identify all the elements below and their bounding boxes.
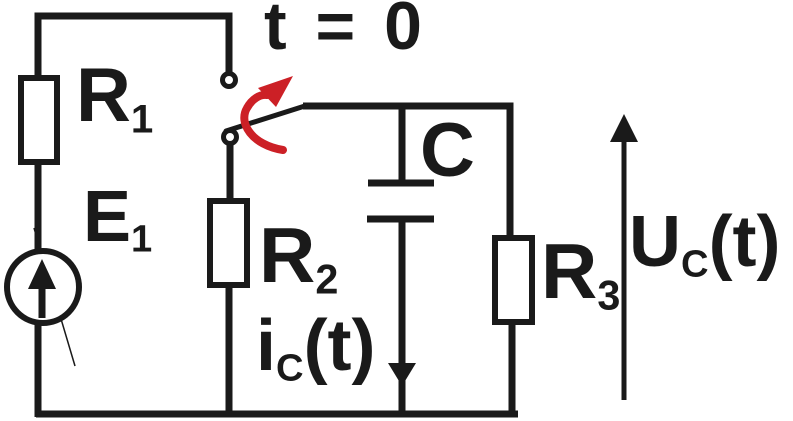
switch-blade <box>223 102 311 134</box>
ic-symbol: i <box>256 306 277 386</box>
resistor-r2-body <box>207 198 250 288</box>
wire-top-right <box>303 102 514 240</box>
switch-contact-lower <box>221 128 239 146</box>
r2-symbol: R <box>259 211 316 299</box>
r3-subscript: 3 <box>597 272 621 319</box>
uc-suffix: (t) <box>708 202 781 282</box>
switch-closing-arrow-icon <box>258 76 293 107</box>
source-e1-label: E1 <box>83 181 152 259</box>
uc-symbol: U <box>629 202 681 282</box>
ic-subscript: C <box>276 346 304 390</box>
ic-suffix: (t) <box>303 306 376 386</box>
switch-time-label: t = 0 <box>264 0 427 64</box>
switch-closing-arrow-curve <box>240 90 287 154</box>
voltage-arrow-up-icon <box>610 114 638 142</box>
resistor-r3-label: R3 <box>541 232 620 317</box>
switch-contact-upper <box>220 71 238 89</box>
r1-subscript: 1 <box>130 96 154 142</box>
r1-symbol: R <box>76 53 131 138</box>
resistor-r2-label: R2 <box>259 216 338 301</box>
current-arrow-down-icon <box>388 363 416 386</box>
uc-subscript: C <box>681 242 709 286</box>
wire-top-left-loop <box>34 12 233 82</box>
r3-symbol: R <box>541 227 598 315</box>
resistor-r3-body <box>492 235 535 325</box>
c-symbol: C <box>420 108 475 193</box>
r2-subscript: 2 <box>315 256 339 303</box>
capacitor-c-label: C <box>420 113 475 195</box>
e1-subscript: 1 <box>131 217 153 261</box>
e1-symbol: E <box>83 177 132 257</box>
resistor-r1-body <box>18 75 60 165</box>
current-ic-label: iC(t) <box>256 310 376 388</box>
resistor-r1-label: R1 <box>76 58 153 140</box>
source-arrow-up-icon <box>28 259 56 289</box>
voltage-uc-label: UC(t) <box>629 206 781 284</box>
